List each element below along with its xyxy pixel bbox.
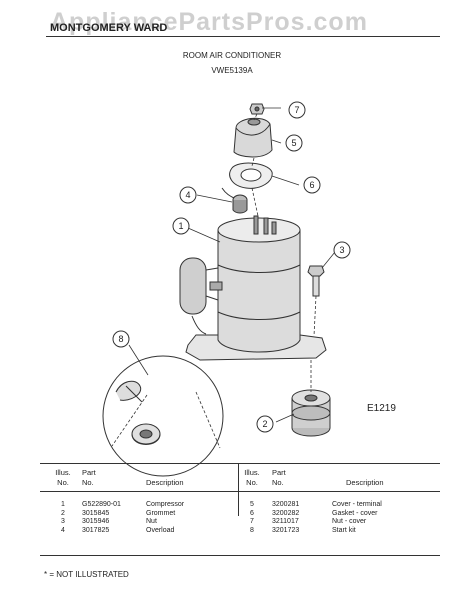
cell-part: 3211017 <box>272 518 299 525</box>
callout-1: 1 <box>172 217 190 235</box>
cell-illus: 5 <box>250 501 254 508</box>
cell-illus: 8 <box>250 526 254 534</box>
cell-illus: 2 <box>61 509 65 517</box>
callout-label: 2 <box>262 419 267 429</box>
callout-6: 6 <box>303 176 321 194</box>
part-header-left: Part No. <box>82 468 96 487</box>
brand-name: MONTGOMERY WARD <box>50 22 168 34</box>
cell-description: Overload <box>146 526 175 534</box>
description-header-right: Description <box>346 478 384 487</box>
cell-part: 3015845 <box>82 509 110 517</box>
overload-part <box>221 187 248 214</box>
watermark-text: AppliancePartsPros.com <box>50 8 368 36</box>
table-header-rule <box>40 491 440 492</box>
header-rule <box>46 36 440 37</box>
cell-description: Compressor <box>146 501 185 508</box>
cell-illus: 7 <box>250 518 254 525</box>
callout-label: 6 <box>309 180 314 190</box>
cell-part: 3017825 <box>82 526 110 534</box>
table-column-divider <box>238 464 239 516</box>
cell-illus: 3 <box>61 518 65 525</box>
cell-description: Gasket - cover <box>332 509 378 517</box>
detail-circle <box>102 355 224 477</box>
callout-label: 3 <box>339 245 344 255</box>
callout-label: 8 <box>118 334 123 344</box>
cell-illus: 4 <box>61 526 65 534</box>
cell-part: 3200281 <box>272 501 300 508</box>
table-top-rule <box>40 463 440 464</box>
callout-5: 5 <box>285 134 303 152</box>
cover-nut-part <box>249 103 265 115</box>
cell-description: Cover - terminal <box>332 501 382 508</box>
cell-part: 3200282 <box>272 509 300 517</box>
page-title: ROOM AIR CONDITIONER <box>182 51 282 60</box>
callout-3: 3 <box>333 241 351 259</box>
gasket-part <box>229 162 273 189</box>
callout-8: 8 <box>112 330 130 348</box>
nut-part <box>307 265 325 297</box>
terminal-cover-part <box>233 117 273 158</box>
callout-4: 4 <box>179 186 197 204</box>
cell-part: 3015946 <box>82 518 110 525</box>
illus-header-left: Illus. No. <box>55 468 71 487</box>
callout-label: 4 <box>185 190 190 200</box>
footnote: * = NOT ILLUSTRATED <box>44 570 129 579</box>
model-number: VWE5139A <box>211 66 253 75</box>
diagram-code: E1219 <box>367 403 396 414</box>
callout-label: 7 <box>294 105 299 115</box>
compressor-part <box>179 215 327 361</box>
cell-description: Grommet <box>146 509 176 517</box>
table-bottom-rule <box>40 555 440 556</box>
illus-header-right: Illus. No. <box>244 468 260 487</box>
description-header-left: Description <box>146 478 184 487</box>
part-header-right: Part No. <box>272 468 286 487</box>
cell-part: G522890-01 <box>82 501 121 508</box>
callout-7: 7 <box>288 101 306 119</box>
cell-part: 3201723 <box>272 526 300 534</box>
callout-2: 2 <box>256 415 274 433</box>
grommet-part <box>291 389 331 437</box>
start-kit-part <box>115 380 161 445</box>
cell-illus: 1 <box>61 501 65 508</box>
cell-description: Start kit <box>332 526 356 534</box>
cell-description: Nut <box>146 518 157 525</box>
callout-label: 5 <box>291 138 296 148</box>
cell-illus: 6 <box>250 509 254 517</box>
callout-label: 1 <box>178 221 183 231</box>
cell-description: Nut - cover <box>332 518 367 525</box>
